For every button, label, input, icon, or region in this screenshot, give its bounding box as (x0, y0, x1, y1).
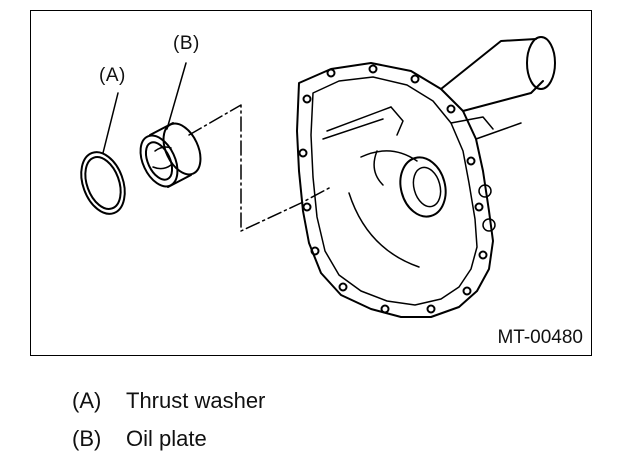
leader-line-b (166, 62, 187, 130)
legend-letter: (A) (72, 388, 102, 413)
thrust-washer-part (80, 151, 126, 215)
extension-case-part (296, 36, 556, 318)
figure-frame: (A) (B) MT-00480 (30, 10, 592, 356)
exploded-view-drawing (80, 36, 556, 318)
legend-item: (B) Oil plate (72, 426, 207, 452)
leader-line-a (102, 92, 119, 154)
callout-a-label: (A) (99, 65, 126, 86)
figure-code: MT-00480 (497, 327, 583, 348)
oil-plate-part (139, 122, 202, 188)
legend-text: Oil plate (126, 426, 207, 451)
callout-b-label: (B) (173, 33, 200, 54)
legend-letter: (B) (72, 426, 102, 451)
legend-text: Thrust washer (126, 388, 266, 413)
assembly-guide-line (188, 104, 332, 232)
legend-item: (A) Thrust washer (72, 388, 265, 414)
